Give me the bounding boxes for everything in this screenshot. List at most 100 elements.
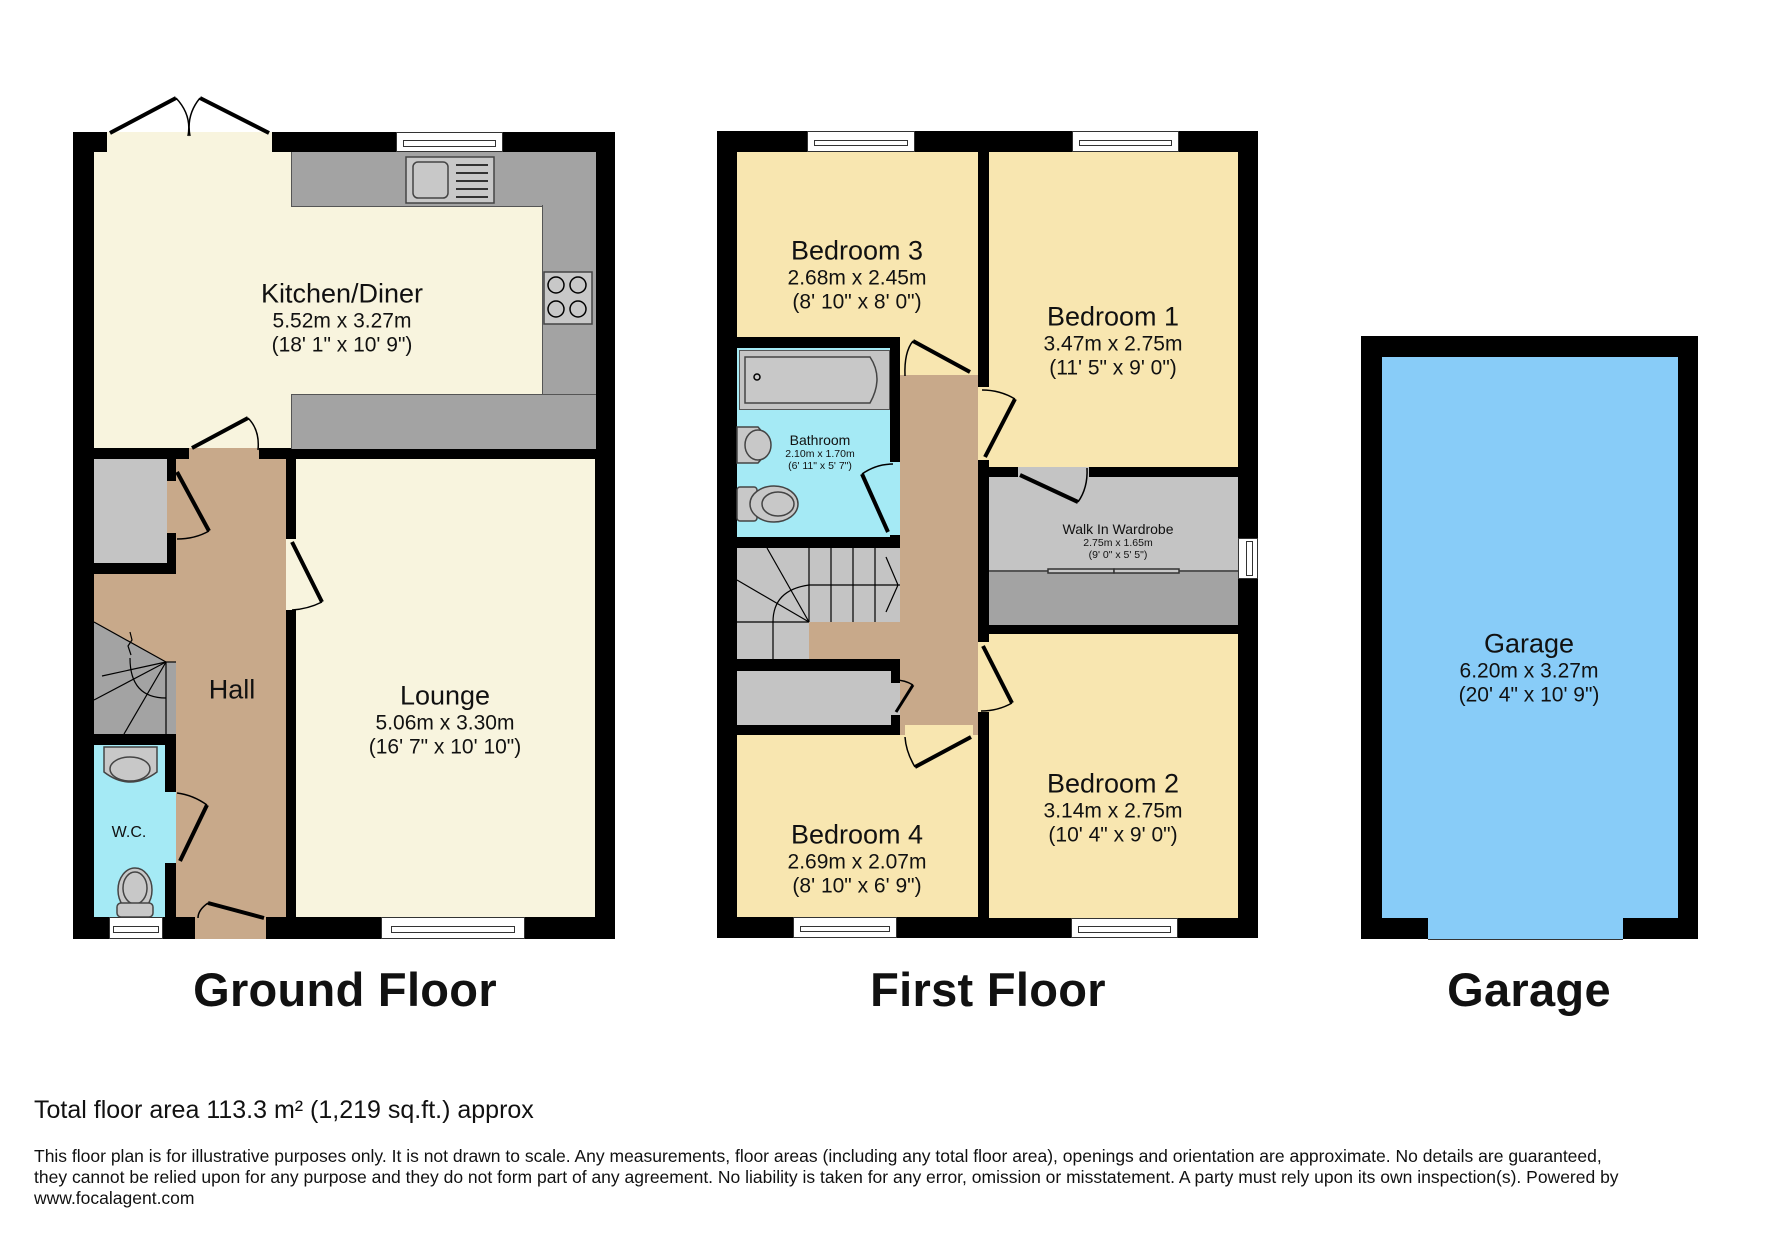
cupboard-wall-a	[167, 459, 176, 481]
bedroom-4-door-icon	[904, 735, 972, 769]
bedroom-4-window	[793, 917, 897, 938]
bedroom-3-room	[737, 152, 978, 337]
french-doors-opening	[107, 132, 272, 152]
hall-lounge-wall	[286, 459, 296, 917]
hall-cupboard	[94, 459, 167, 563]
wc-door-icon	[176, 792, 209, 862]
disclaimer-line-1: This floor plan is for illustrative purp…	[34, 1146, 1602, 1166]
ground-stairs-icon	[93, 621, 176, 735]
lounge-label: Lounge 5.06m x 3.30m (16' 7" x 10' 10")	[369, 680, 522, 759]
bedroom-3-imperial: (8' 10" x 8' 0")	[792, 290, 922, 314]
kitchen-label: Kitchen/Diner 5.52m x 3.27m (18' 1" x 10…	[261, 278, 423, 357]
landing-cupboard	[737, 671, 891, 725]
garage-imperial: (20' 4" x 10' 9")	[1458, 683, 1600, 707]
kitchen-name: Kitchen/Diner	[260, 278, 424, 309]
bedroom-4-label: Bedroom 4 2.69m x 2.07m (8' 10" x 6' 9")	[788, 819, 927, 898]
bedroom-1-door-icon	[981, 389, 1017, 458]
lounge-window	[381, 917, 525, 939]
landing-extension	[809, 622, 900, 659]
garage-name: Garage	[1483, 628, 1575, 659]
bedroom-1-window	[1072, 131, 1179, 152]
bathroom-metric: 2.10m x 1.70m	[785, 447, 855, 460]
bedroom-3-window	[807, 131, 915, 152]
garage-room	[1382, 357, 1678, 918]
bedroom-3-label: Bedroom 3 2.68m x 2.45m (8' 10" x 8' 0")	[788, 235, 927, 314]
lounge-imperial: (16' 7" x 10' 10")	[368, 735, 522, 759]
garage-door-opening	[1428, 918, 1623, 940]
garage-label: Garage 6.20m x 3.27m (20' 4" x 10' 9")	[1459, 628, 1600, 707]
total-floor-area: Total floor area 113.3 m² (1,219 sq.ft.)…	[34, 1096, 534, 1124]
first-floor-title: First Floor	[870, 963, 1106, 1016]
bedroom-3-metric: 2.68m x 2.45m	[787, 266, 927, 290]
kitchen-door-icon	[191, 416, 260, 451]
hall-kitchen-opening	[189, 448, 259, 459]
wc-label: W.C.	[112, 824, 147, 842]
bedroom-4-imperial: (8' 10" x 6' 9")	[792, 874, 922, 898]
wardrobe-window	[1238, 538, 1258, 579]
garage-metric: 6.20m x 3.27m	[1459, 659, 1599, 683]
wc-basin-icon	[103, 746, 158, 783]
wardrobe-sliding-doors-icon	[1047, 568, 1180, 574]
bedroom-2-door-opening	[978, 642, 989, 712]
bathroom-label: Bathroom 2.10m x 1.70m (6' 11" x 5' 7")	[785, 432, 854, 472]
bedroom-1-metric: 3.47m x 2.75m	[1043, 332, 1183, 356]
wardrobe-door-opening	[1018, 467, 1089, 477]
bedroom-1-door-opening	[978, 387, 989, 460]
wardrobe-door-icon	[1019, 467, 1088, 504]
wc-wall-top	[94, 734, 176, 745]
kitchen-imperial: (18' 1" x 10' 9")	[271, 333, 413, 357]
bedroom-3-name: Bedroom 3	[790, 235, 924, 266]
disclaimer-line-3-link[interactable]: www.focalagent.com	[34, 1188, 195, 1208]
kitchen-window	[396, 132, 503, 152]
bedroom-2-imperial: (10' 4" x 9' 0")	[1048, 823, 1178, 847]
wardrobe-imperial: (9' 0" x 5' 5")	[1088, 549, 1148, 562]
bedroom-4-door-opening	[905, 725, 973, 735]
wc-wall-a	[165, 745, 176, 792]
hall-label: Hall	[209, 674, 256, 705]
bathroom-door-icon	[860, 463, 894, 533]
bedroom-2-name: Bedroom 2	[1046, 768, 1180, 799]
wc-door-opening	[165, 792, 176, 863]
kitchen-metric: 5.52m x 3.27m	[272, 309, 412, 333]
hall-name: Hall	[208, 674, 256, 705]
garage-title: Garage	[1447, 963, 1611, 1016]
kitchen-worktop-bottom	[291, 394, 596, 449]
bedroom-3-door-icon	[904, 339, 971, 377]
sink-icon	[405, 156, 495, 204]
bathroom-door-opening	[890, 462, 900, 535]
bath-icon	[744, 356, 878, 404]
french-doors-icon	[109, 96, 270, 137]
bedroom-1-name: Bedroom 1	[1046, 301, 1180, 332]
bathroom-toilet-icon	[736, 485, 799, 523]
bedroom-4-metric: 2.69m x 2.07m	[787, 850, 927, 874]
bedroom-2-metric: 3.14m x 2.75m	[1043, 799, 1183, 823]
ground-floor-title: Ground Floor	[193, 963, 497, 1016]
wc-toilet-icon	[116, 867, 154, 918]
cupboard-wall-bottom	[94, 563, 176, 574]
bedroom-1-room	[989, 152, 1238, 467]
landing-cupboard-edge	[900, 659, 978, 735]
bedroom-4-name: Bedroom 4	[790, 819, 924, 850]
front-door-opening	[195, 917, 266, 939]
cupboard-wall-b	[167, 533, 176, 574]
lounge-door-icon	[290, 541, 324, 611]
wardrobe-label: Walk In Wardrobe 2.75m x 1.65m (9' 0" x …	[1063, 521, 1174, 561]
landing-cupboard-door-opening	[891, 683, 900, 715]
wc-name: W.C.	[111, 823, 147, 841]
landing-cupboard-door-icon	[894, 679, 915, 713]
bedroom-2-room	[989, 634, 1238, 918]
bedroom-1-imperial: (11' 5" x 9' 0")	[1049, 356, 1177, 380]
lounge-metric: 5.06m x 3.30m	[375, 711, 515, 735]
lounge-room	[296, 459, 595, 917]
front-door-icon	[197, 901, 265, 920]
bedroom-4-room	[737, 735, 978, 917]
bedroom-2-door-icon	[980, 645, 1014, 712]
wardrobe-name: Walk In Wardrobe	[1062, 520, 1174, 537]
disclaimer: This floor plan is for illustrative purp…	[34, 1146, 1746, 1209]
bathroom-imperial: (6' 11" x 5' 7")	[788, 460, 852, 473]
disclaimer-line-2: they cannot be relied upon for any purpo…	[34, 1167, 1619, 1187]
bedroom-2-label: Bedroom 2 3.14m x 2.75m (10' 4" x 9' 0")	[1044, 768, 1183, 847]
wardrobe-metric: 2.75m x 1.65m	[1083, 536, 1153, 549]
